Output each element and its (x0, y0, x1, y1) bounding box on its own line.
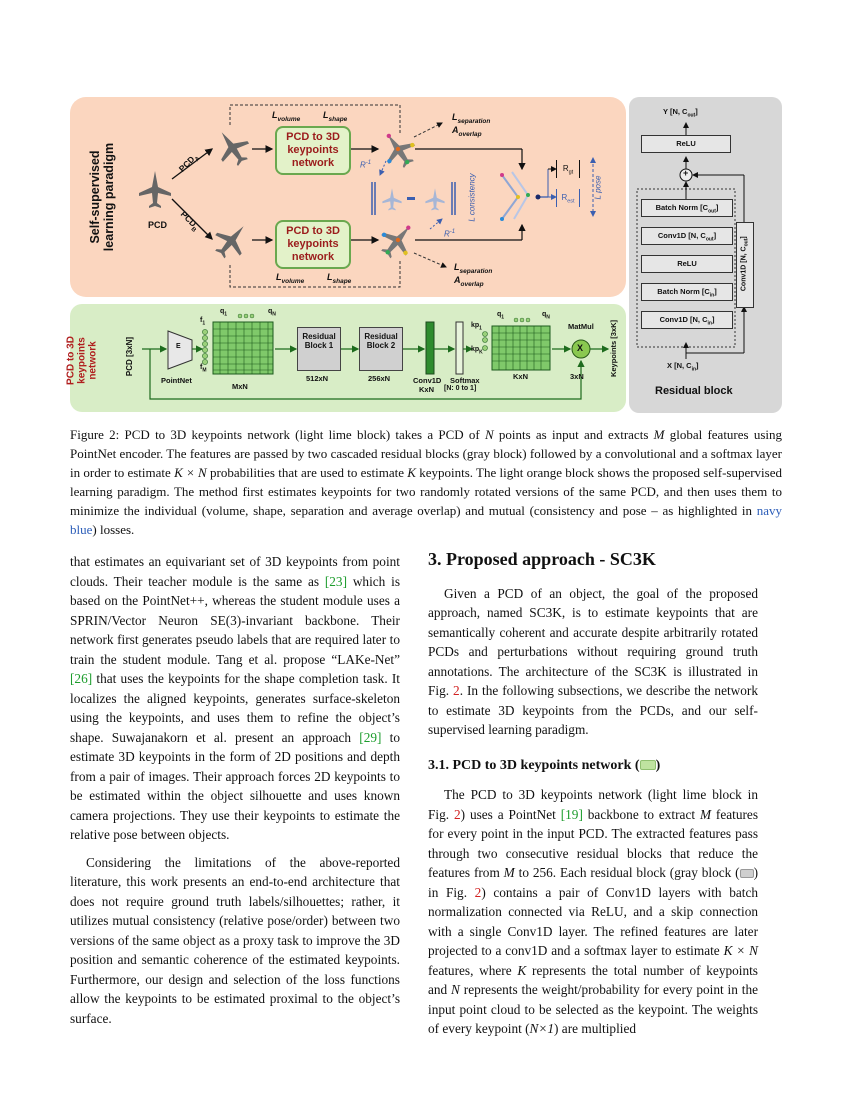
r-inverse-top: R-1 (360, 160, 372, 170)
out-dim-label: 3xN (570, 372, 584, 381)
res-plus-label: + (683, 168, 689, 178)
q1-label: q1 (220, 308, 228, 318)
figure-caption: Figure 2: PCD to 3D keypoints network (l… (70, 427, 783, 537)
res1-dim-label: 512xN (306, 374, 329, 383)
kxn-label: KxN (513, 372, 529, 381)
kpk-label: kpK (471, 346, 483, 356)
q1-label-2: q1 (497, 311, 505, 321)
fm-label: fM (200, 364, 207, 374)
softmax-dim-label: [N: 0 to 1] (444, 385, 477, 392)
left-paragraph-1: that estimates an equivariant set of 3D … (70, 554, 401, 842)
r-gt-label: Rgt (556, 160, 580, 178)
l-separation-top: Lseparation (452, 112, 491, 125)
l-volume-top: Lvolume (272, 110, 301, 123)
f1-label: f1 (200, 317, 206, 327)
mxn-label: MxN (232, 382, 248, 391)
section-heading: 3. Proposed approach - SC3K (428, 549, 656, 569)
res-conv-out: Conv1D [N, Cout] (641, 227, 733, 245)
right-paragraph-2: The PCD to 3D keypoints network (light l… (428, 787, 759, 1036)
left-paragraph-2: Considering the limitations of the above… (70, 854, 400, 1026)
figure-ref-2b[interactable]: 2 (453, 806, 461, 822)
ssl-diagram (139, 104, 596, 288)
res-batchnorm-in: Batch Norm [Cin] (641, 283, 733, 301)
citation-19[interactable]: [19] (560, 806, 583, 822)
res-conv-in: Conv1D [N, Cin] (641, 311, 733, 329)
subsection-heading: 3.1. PCD to 3D keypoints network () (428, 757, 661, 773)
l-shape-bottom: Lshape (327, 272, 352, 285)
kp1-label: kp1 (471, 322, 482, 332)
res-title: Residual block (655, 385, 733, 397)
l-volume-bottom: Lvolume (276, 272, 305, 285)
pose-airplanes-icon (500, 171, 530, 221)
right-paragraph-1: Given a PCD of an object, the goal of th… (428, 585, 758, 738)
l-shape-top: Lshape (323, 110, 348, 123)
conv-dim-label: KxN (419, 385, 435, 394)
network-box-a: PCD to 3D keypoints network (275, 126, 351, 175)
softmax-label: Softmax (450, 376, 480, 385)
residual-block-panel: Y [N, Cout] ReLU + Batch Norm [Cout] Con… (629, 97, 782, 413)
citation-23[interactable]: [23] (324, 573, 348, 589)
navy-blue-text: navy blue (70, 503, 782, 537)
r-inverse-bottom: R-1 (444, 229, 456, 239)
network-box-b: PCD to 3D keypoints network (275, 220, 351, 269)
res2-dim-label: 256xN (368, 374, 391, 383)
keypoints-a-icon (386, 133, 416, 169)
airplane-icon (139, 171, 171, 208)
l-separation-bottom: Lseparation (454, 262, 493, 275)
matmul-label: MatMul (568, 322, 594, 331)
residual-diagram (636, 122, 747, 359)
residual-block-1: Residual Block 1 (297, 327, 341, 371)
qn-label-2: qN (542, 311, 550, 321)
conv-label: Conv1D (413, 376, 442, 385)
airplane-a-icon (221, 132, 250, 167)
pcd-label: PCD (148, 220, 168, 230)
left-column: that estimates an equivariant set of 3D … (70, 552, 400, 1028)
a-overlap-bottom: Aoverlap (454, 275, 484, 288)
r-est-label: Rest (556, 189, 580, 207)
figure-ref-2[interactable]: 2 (453, 683, 460, 698)
citation-26[interactable]: [26] (70, 671, 93, 686)
self-supervised-panel: Self-supervised learning paradigm (70, 97, 626, 297)
qn-label: qN (268, 308, 276, 318)
residual-block-2: Residual Block 2 (359, 327, 403, 371)
matmul-x-label: X (577, 343, 584, 353)
right-column: 3. Proposed approach - SC3K Given a PCD … (428, 549, 759, 1039)
lime-block-icon (639, 760, 656, 771)
l-pose-label: L pose (593, 175, 603, 200)
res-skip-conv: Conv1D [N, Cout] (736, 222, 754, 308)
a-overlap-top: Aoverlap (452, 125, 482, 138)
res-x-label: X [N, Cin] (667, 361, 699, 373)
keypoints-b-icon (381, 225, 411, 259)
res-relu-mid: ReLU (641, 255, 733, 273)
keypoints-output-label: Keypoints [3xK] (609, 319, 619, 378)
airplane-b-icon (215, 226, 244, 259)
res-relu-top: ReLU (641, 135, 731, 153)
gray-block-icon (739, 869, 754, 879)
figure-2: Self-supervised learning paradigm (66, 97, 782, 413)
res-skip-label: Conv1D [N, Cout] (740, 236, 750, 292)
res-batchnorm-out: Batch Norm [Cout] (641, 199, 733, 217)
encoder-label: E (176, 343, 181, 350)
network-panel: PCD to 3D keypoints network PCD [3xN] (66, 304, 626, 412)
l-consistency-label: L consistency (467, 173, 477, 222)
figure-ref-2c[interactable]: 2 (474, 884, 482, 900)
network-diagram (142, 313, 610, 400)
pointnet-label: PointNet (161, 376, 192, 385)
citation-29[interactable]: [29] (359, 729, 382, 745)
res-y-label: Y [N, Cout] (663, 107, 698, 119)
